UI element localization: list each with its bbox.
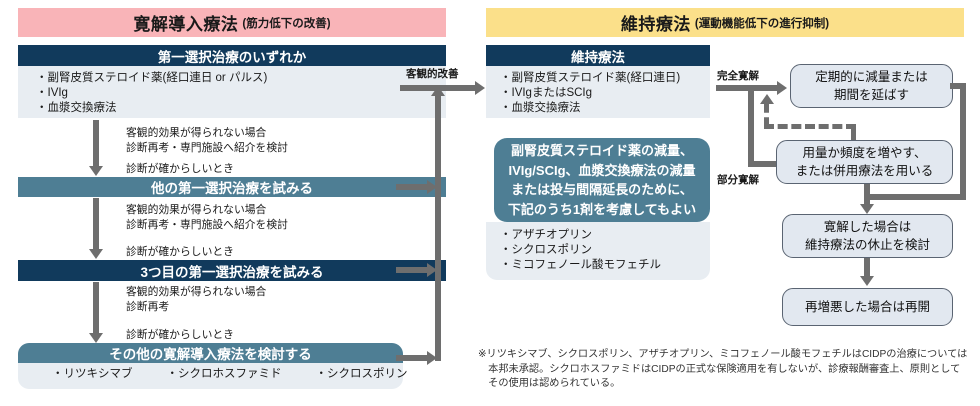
induction-step2-header-label: 他の第一選択治療を試みる	[151, 181, 313, 196]
induction-step3-header-label: 3つ目の第一選択治療を試みる	[140, 264, 324, 280]
arrow-to-box3-head	[860, 204, 874, 214]
process-box-3[interactable]: 寛解した場合は 維持療法の休止を検討	[782, 214, 953, 258]
feeder-step2-shaft	[396, 184, 430, 190]
feedback-dashed-vertical-left	[764, 104, 769, 126]
induction-step1-header-label: 第一選択治療のいずれか	[157, 49, 307, 65]
maintenance-callout: 副腎皮質ステロイド薬の減量、 IVIg/SCIg、血漿交換療法の減量 または投与…	[494, 138, 710, 222]
list-item: ・シクロスポリン	[500, 244, 592, 256]
branch-full-shaft	[754, 85, 780, 91]
maintenance-box-header-label: 維持療法	[571, 49, 625, 65]
induction-step4-header[interactable]: その他の寛解導入療法を検討する	[18, 343, 403, 363]
list-item: ・副腎皮質ステロイド薬(経口連日)	[500, 72, 681, 84]
induction-arrow2-shaft	[93, 198, 99, 251]
branch-partial-shaft	[748, 161, 780, 167]
feeder-step3-head	[427, 263, 437, 277]
process-box-2[interactable]: 用量か頻度を増やす、 または併用療法を用いる	[776, 140, 953, 184]
objective-improvement-label: 客観的改善	[406, 68, 459, 80]
feeder-step4-head	[427, 351, 437, 365]
arrow-box3-box4-head	[860, 276, 874, 286]
elbow-box1-shaft-h2	[864, 194, 966, 200]
induction-arrow3-shaft	[93, 282, 99, 335]
arrow-to-box3-shaft	[864, 194, 870, 206]
elbow-box1-shaft-h	[950, 83, 966, 89]
elbow-box1-shaft-v	[960, 83, 966, 200]
feedback-dashed-head	[760, 94, 774, 104]
feeder-step3-shaft	[396, 267, 430, 273]
branch-vertical	[748, 85, 754, 167]
list-item: ・副腎皮質ステロイド薬(経口連日 or パルス)	[36, 72, 268, 84]
induction-step1-body: ・副腎皮質ステロイド薬(経口連日 or パルス) ・IVIg ・血漿交換療法	[18, 66, 446, 118]
feeder-step2-head	[427, 180, 437, 194]
maintenance-banner-subtitle: (運動機能低下の進行抑制)	[694, 17, 830, 30]
branch-full-head	[777, 81, 787, 95]
process-box-1[interactable]: 定期的に減量または 期間を延ばす	[790, 64, 953, 108]
collector-riser-head	[431, 86, 445, 96]
induction-step2-header[interactable]: 他の第一選択治療を試みる	[18, 177, 446, 197]
list-item: ・IVIgまたはSCIg	[500, 87, 593, 99]
branch-trunk	[716, 85, 754, 91]
induction-anno2-confirm: 診断が確からしいとき	[126, 246, 234, 258]
induction-step4-header-label: その他の寛解導入療法を検討する	[109, 347, 312, 362]
induction-arrow2-head	[89, 249, 103, 259]
induction-step1-header[interactable]: 第一選択治療のいずれか	[18, 45, 446, 66]
induction-arrow1-shaft	[93, 120, 99, 168]
list-item: ・シクロスポリン	[315, 368, 408, 380]
list-item: ・血漿交換療法	[36, 102, 117, 114]
process-box-4[interactable]: 再増悪した場合は再開	[782, 288, 953, 326]
list-item: ・IVIg	[36, 87, 68, 99]
feedback-dashed-vertical-right	[851, 124, 856, 144]
induction-arrow3-head	[89, 333, 103, 343]
feedback-dashed-horizontal	[764, 124, 856, 129]
induction-anno3-confirm: 診断が確からしいとき	[126, 329, 234, 341]
maintenance-box-header[interactable]: 維持療法	[486, 45, 710, 66]
induction-banner-subtitle: (筋力低下の改善)	[242, 17, 331, 30]
elbow-box2-shaft-v	[864, 184, 870, 200]
induction-anno1-confirm: 診断が確からしいとき	[126, 163, 234, 175]
maintenance-banner-title: 維持療法	[620, 15, 691, 34]
feeder-step4-shaft	[396, 355, 430, 361]
objective-improvement-head	[475, 81, 485, 95]
induction-step3-header[interactable]: 3つ目の第一選択治療を試みる	[18, 260, 446, 281]
collector-riser	[435, 95, 441, 361]
induction-anno3-fail: 客観的効果が得られない場合 診断再考	[126, 286, 267, 313]
arrow-box3-box4-shaft	[864, 258, 870, 278]
maintenance-box-body: ・副腎皮質ステロイド薬(経口連日) ・IVIgまたはSCIg ・血漿交換療法	[486, 66, 710, 118]
list-item: ・シクロホスファミド	[166, 368, 282, 380]
induction-anno1-fail: 客観的効果が得られない場合 診断再考・専門施設へ紹介を検討	[126, 127, 288, 154]
induction-step4-body: ・リツキシマブ ・シクロホスファミド ・シクロスポリン	[18, 363, 408, 389]
footnote: ※リツキシマブ、シクロスポリン、アザチオプリン、ミコフェノール酸モフェチルはCI…	[478, 349, 968, 389]
list-item: ・アザチオプリン	[500, 229, 592, 241]
induction-anno2-fail: 客観的効果が得られない場合 診断再考・専門施設へ紹介を検討	[126, 204, 288, 231]
induction-banner-title: 寛解導入療法	[133, 15, 239, 34]
maintenance-callout-body: ・アザチオプリン ・シクロスポリン ・ミコフェノール酸モフェチル	[486, 222, 710, 280]
full-remission-label: 完全寛解	[717, 70, 759, 82]
list-item: ・リツキシマブ	[52, 368, 133, 380]
list-item: ・血漿交換療法	[500, 102, 581, 114]
induction-arrow1-head	[89, 166, 103, 176]
maintenance-banner: 維持療法 (運動機能低下の進行抑制)	[486, 8, 964, 37]
list-item: ・ミコフェノール酸モフェチル	[500, 259, 661, 271]
induction-banner: 寛解導入療法 (筋力低下の改善)	[18, 8, 446, 37]
partial-remission-label: 部分寛解	[717, 174, 759, 186]
